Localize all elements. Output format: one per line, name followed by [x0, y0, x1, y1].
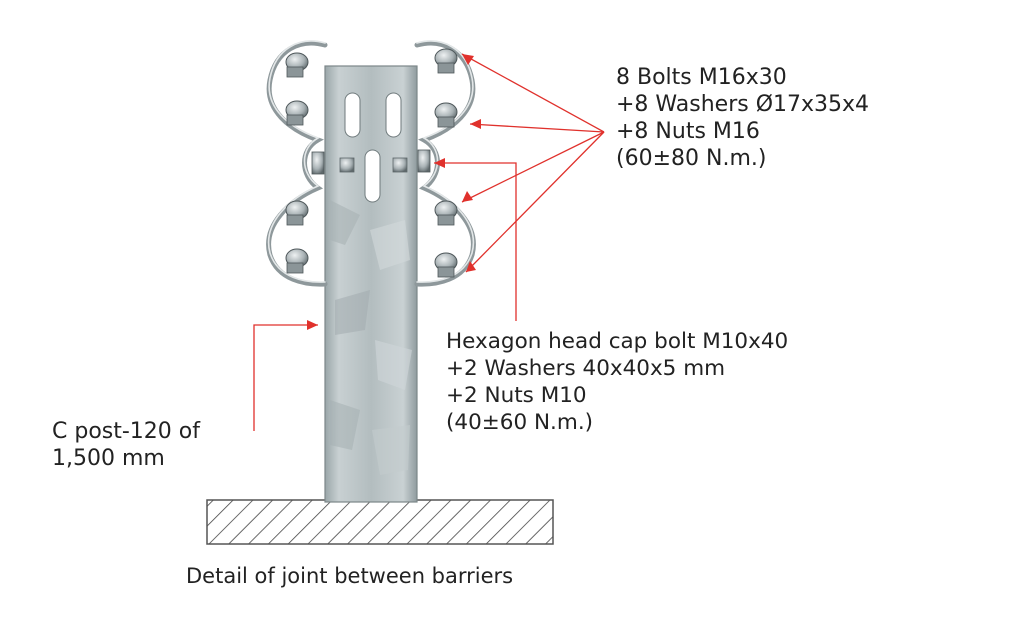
- hex-bolt-callout: Hexagon head cap bolt M10x40 +2 Washers …: [446, 328, 788, 436]
- bolt-right-1: [434, 48, 458, 74]
- foundation-base: [206, 499, 554, 545]
- leader-bolt-4: [465, 131, 605, 273]
- diagram-caption: Detail of joint between barriers: [186, 564, 514, 588]
- c-post: [324, 65, 418, 503]
- hex-bolt-left: [311, 151, 325, 175]
- post-callout: C post-120 of 1,500 mm: [52, 418, 200, 472]
- leader-bolt-1: [461, 53, 605, 133]
- hex-bolt-callout-line-1: Hexagon head cap bolt M10x40: [446, 329, 789, 354]
- bolt-left-4: [285, 248, 309, 274]
- bolt-left-3: [285, 200, 309, 226]
- leader-hex-bolt: [434, 162, 517, 321]
- bolts-callout-line-4: (60±80 N.m.): [616, 146, 767, 171]
- hex-bolt-callout-line-4: (40±60 N.m.): [446, 410, 594, 435]
- bolts-callout-line-1: 8 Bolts M16x30: [616, 65, 787, 90]
- bolt-left-2: [285, 100, 309, 126]
- right-beam-profile-highlight: [416, 40, 475, 283]
- left-beam-profile-highlight: [267, 40, 326, 283]
- leader-lines: [253, 53, 605, 431]
- post-callout-line-1: C post-120 of: [52, 419, 200, 444]
- bolts-callout-line-3: +8 Nuts M16: [616, 119, 760, 144]
- bolt-left-1: [285, 52, 309, 78]
- bolt-right-3: [434, 200, 458, 226]
- leader-bolt-3: [461, 131, 605, 203]
- post-callout-line-2: 1,500 mm: [52, 446, 165, 471]
- hex-bolt-callout-line-3: +2 Nuts M10: [446, 383, 587, 408]
- bolt-right-2: [434, 102, 458, 128]
- leader-post: [253, 324, 318, 431]
- bolts-callout-line-2: +8 Washers Ø17x35x4: [616, 92, 870, 117]
- leader-bolt-2: [469, 123, 605, 133]
- hex-bolt-right: [417, 149, 431, 173]
- bolt-right-4: [434, 252, 458, 278]
- leader-arrowheads: [307, 54, 481, 330]
- bolts-callout: 8 Bolts M16x30 +8 Washers Ø17x35x4 +8 Nu…: [616, 64, 869, 172]
- hex-bolt-callout-line-2: +2 Washers 40x40x5 mm: [446, 356, 726, 381]
